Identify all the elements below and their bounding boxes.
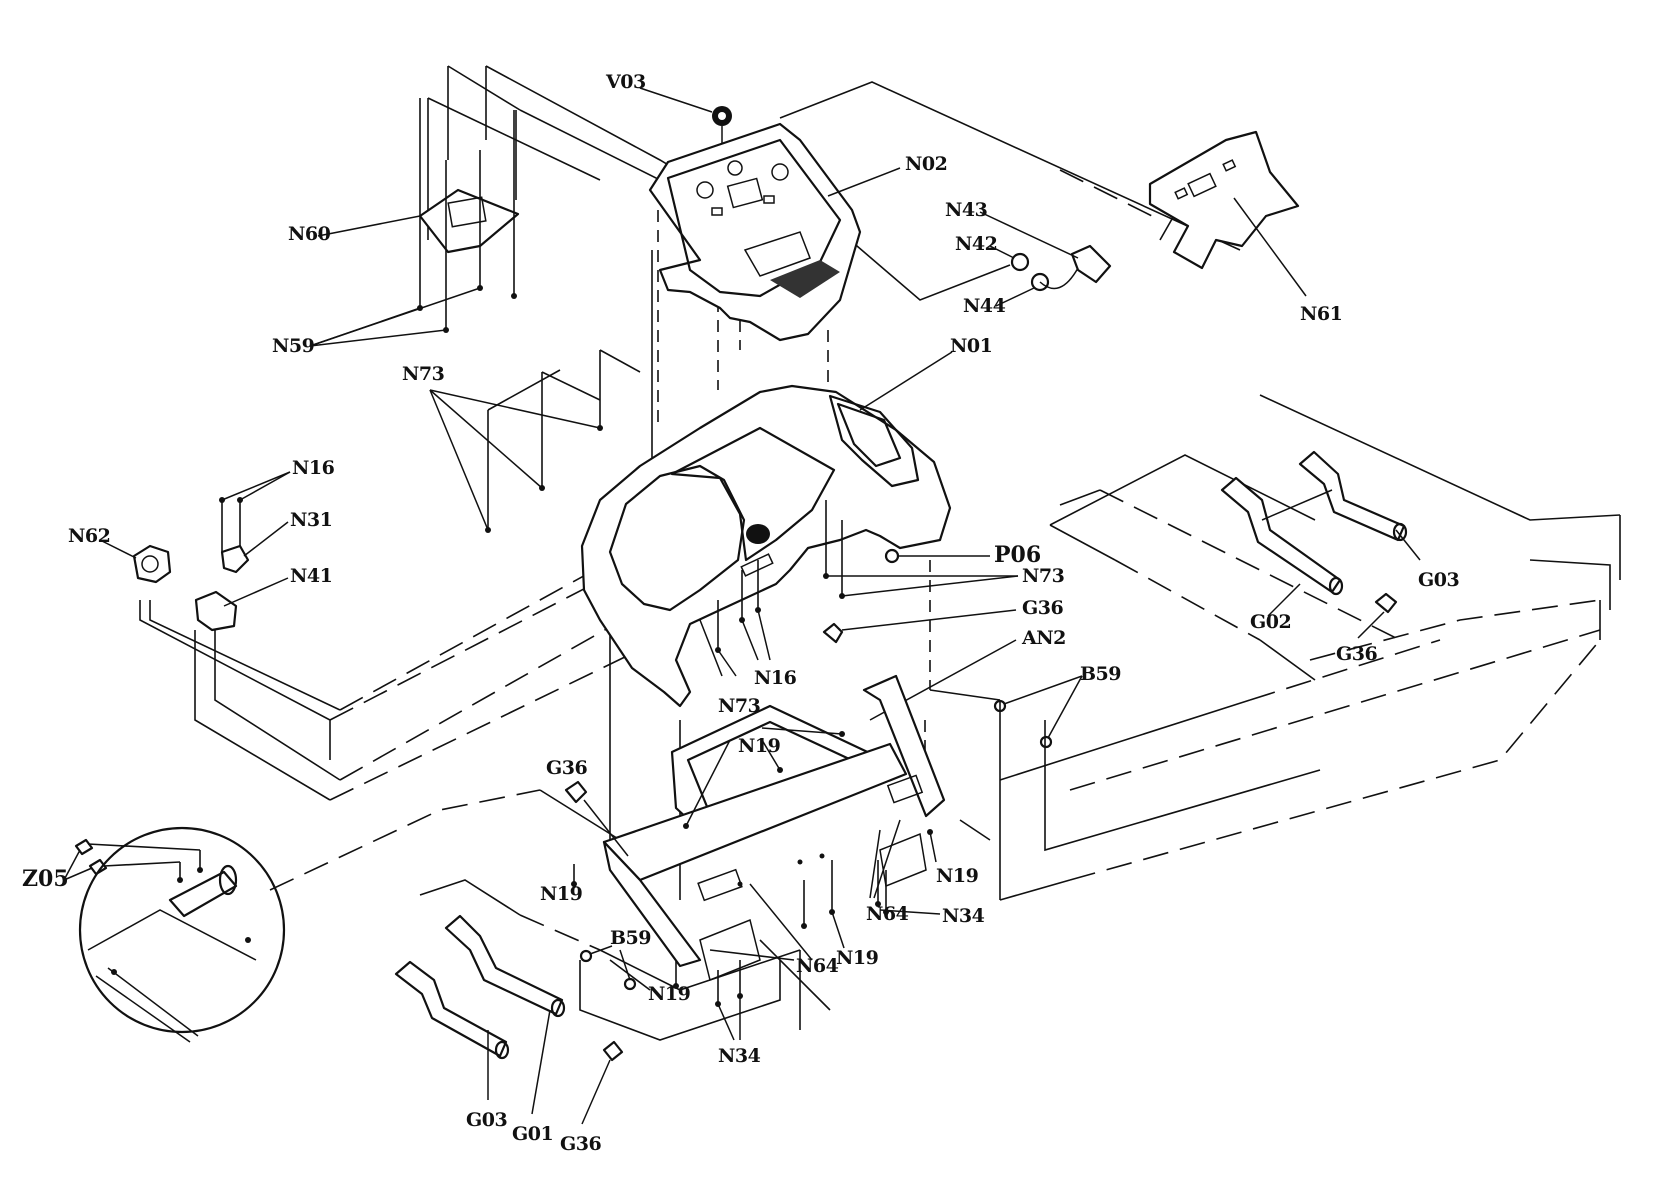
- label-g03-left: G03: [466, 1109, 507, 1131]
- wire-lines: [139, 65, 1621, 1041]
- part-b59-right: B59: [993, 663, 1122, 749]
- part-n34-screws: N34 N34: [715, 860, 985, 1067]
- part-n59-screws: N59: [272, 98, 517, 357]
- part-v03-knob: V03: [605, 71, 732, 158]
- label-an2: AN2: [1021, 627, 1066, 649]
- label-g03-right: G03: [1418, 569, 1459, 591]
- label-n64-mid: N64: [796, 955, 839, 977]
- part-g02-g03-right: G02 G03 G36: [1220, 450, 1460, 665]
- label-g01: G01: [512, 1123, 553, 1145]
- part-n61-decal: N61: [1148, 130, 1343, 325]
- label-n44: N44: [963, 295, 1006, 317]
- part-b59-left: B59: [579, 927, 652, 991]
- part-g36-left: G36: [546, 757, 629, 857]
- label-n16-mid: N16: [754, 667, 797, 689]
- part-n19-screws: N19 N19 N19 N19 N19: [540, 727, 979, 1005]
- label-b59-right: B59: [1080, 663, 1121, 685]
- label-n19-left: N19: [540, 883, 583, 905]
- part-lower-frame: N64 N64: [602, 674, 946, 982]
- label-n19-right: N19: [936, 865, 979, 887]
- label-g02: G02: [1250, 611, 1291, 633]
- label-g36-left: G36: [546, 757, 587, 779]
- label-n62: N62: [68, 525, 110, 547]
- part-g03-g01-left: G03 G01 G36: [394, 914, 624, 1155]
- label-n34-right: N34: [942, 905, 985, 927]
- part-n73-screws-top: N73: [402, 349, 641, 533]
- label-n73-mid: N73: [718, 695, 760, 717]
- label-n16-top: N16: [292, 457, 335, 479]
- label-n73-top: N73: [402, 363, 444, 385]
- part-right-mid-group: P06 N73 G36 AN2: [822, 500, 1066, 721]
- label-n02: N02: [905, 153, 947, 175]
- label-n31: N31: [290, 509, 332, 531]
- label-n19-low: N19: [648, 983, 691, 1005]
- label-n19-top: N19: [738, 735, 781, 757]
- label-n43: N43: [945, 199, 987, 221]
- label-n01: N01: [950, 335, 992, 357]
- label-n59: N59: [272, 335, 315, 357]
- label-b59-left: B59: [610, 927, 651, 949]
- part-z05-detail: Z05: [22, 826, 286, 1043]
- label-n73-right: N73: [1022, 565, 1064, 587]
- part-n62-n41-group: N16 N31 N62 N41: [68, 457, 335, 632]
- label-v03: V03: [605, 71, 646, 93]
- part-n01-hood: N01: [580, 335, 993, 708]
- label-n60: N60: [288, 223, 331, 245]
- label-g36-right: G36: [1336, 643, 1377, 665]
- part-n02-console: N02: [648, 122, 948, 342]
- part-n60-panel: N60: [288, 188, 520, 254]
- label-g36-bottom: G36: [560, 1133, 601, 1155]
- label-g36-mid: G36: [1022, 597, 1063, 619]
- label-n42: N42: [955, 233, 997, 255]
- label-z05: Z05: [22, 866, 69, 892]
- part-center-screws: N16 N73: [699, 560, 797, 717]
- label-n34-bottom: N34: [718, 1045, 761, 1067]
- label-n41: N41: [290, 565, 332, 587]
- label-n19-bottom: N19: [836, 947, 879, 969]
- label-n61: N61: [1300, 303, 1342, 325]
- part-n43-safety-key: N43 N42 N44: [945, 199, 1112, 317]
- label-p06: P06: [994, 542, 1041, 568]
